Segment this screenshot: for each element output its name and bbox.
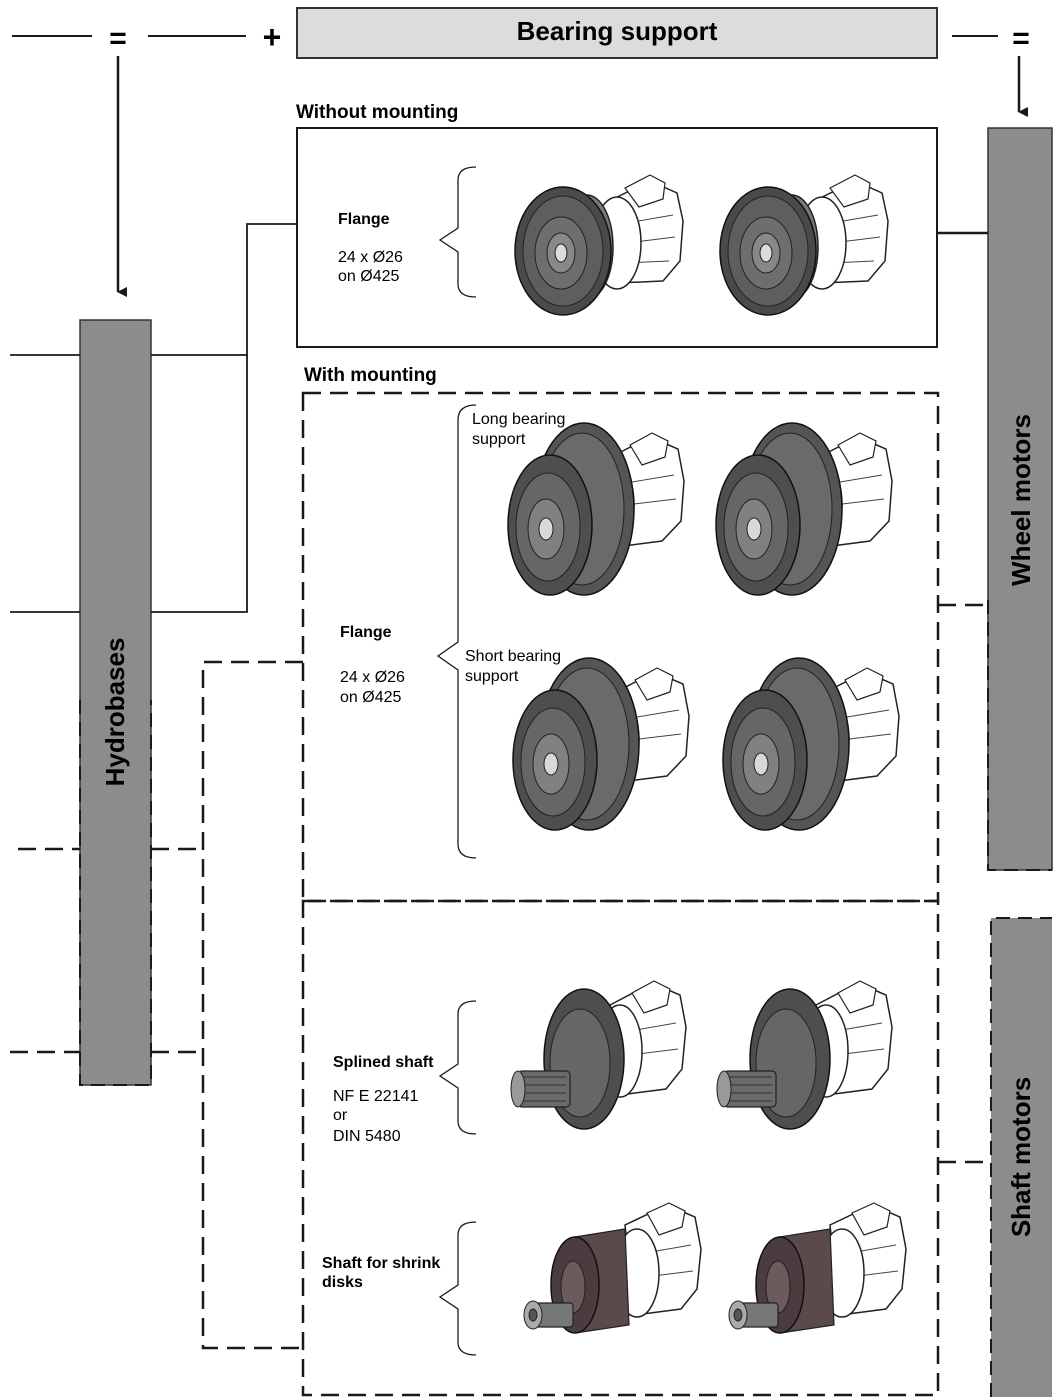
wheel-motor-mounted-icon	[508, 423, 684, 595]
long-bearing-label-line1: Long bearing	[472, 411, 565, 428]
flange-label-with: Flange	[340, 624, 392, 641]
splined-spec-line3: DIN 5480	[333, 1128, 401, 1145]
brace-bracket	[438, 405, 476, 858]
equals-symbol-left: =	[109, 22, 127, 55]
splined-shaft-label: Splined shaft	[333, 1054, 434, 1071]
short-bearing-label-line2: support	[465, 668, 519, 685]
flange-spec-line2-with: on Ø425	[340, 689, 401, 706]
splined-spec-line2: or	[333, 1107, 348, 1124]
wheel-motor-mounted-icon	[723, 658, 899, 830]
solid-connectors-left	[10, 224, 297, 612]
plus-symbol: +	[263, 19, 282, 55]
with-mounting-title: With mounting	[304, 365, 437, 386]
hydrobases-bar: Hydrobases	[80, 320, 151, 1085]
hydrobases-label: Hydrobases	[100, 638, 130, 787]
flange-spec-line1: 24 x Ø26	[338, 249, 403, 266]
wheel-motors-label: Wheel motors	[1006, 414, 1036, 586]
flange-spec-line2: on Ø425	[338, 268, 399, 285]
without-mounting-title: Without mounting	[296, 102, 458, 123]
flange-label-without: Flange	[338, 211, 390, 228]
brace-bracket	[440, 1001, 476, 1134]
splined-shaft-motor-icon	[717, 981, 892, 1129]
dashed-connectors-left	[10, 662, 303, 1348]
header-row: = + Bearing support =	[12, 8, 1030, 58]
wheel-motor-mounted-icon	[513, 658, 689, 830]
long-bearing-label-line2: support	[472, 431, 526, 448]
splined-shaft-motor-icon	[511, 981, 686, 1129]
shrink-disk-shaft-motor-icon	[524, 1203, 701, 1333]
shaft-motors-label: Shaft motors	[1006, 1077, 1036, 1237]
shrink-disk-shaft-motor-icon	[729, 1203, 906, 1333]
wheel-motor-mounted-icon	[716, 423, 892, 595]
dashed-connectors-right	[938, 605, 991, 1162]
shrink-disk-label-line1: Shaft for shrink	[322, 1255, 440, 1272]
splined-spec-line1: NF E 22141	[333, 1088, 418, 1105]
shrink-disk-label-line2: disks	[322, 1274, 363, 1291]
with-mounting-section: With mounting Flange 24 x Ø26 on Ø425 Lo…	[303, 365, 938, 901]
brace-bracket	[440, 1222, 476, 1355]
wheel-motors-bar: Wheel motors	[988, 128, 1052, 870]
shaft-section: Splined shaft NF E 22141 or DIN 5480 Sha…	[303, 901, 938, 1395]
shaft-motors-bar: Shaft motors	[991, 918, 1052, 1397]
equals-symbol-right: =	[1012, 22, 1030, 55]
flange-spec-line1-with: 24 x Ø26	[340, 669, 405, 686]
page-title: Bearing support	[517, 16, 718, 46]
short-bearing-label-line1: Short bearing	[465, 648, 561, 665]
without-mounting-section: Without mounting Flange 24 x Ø26 on Ø425	[296, 102, 937, 347]
